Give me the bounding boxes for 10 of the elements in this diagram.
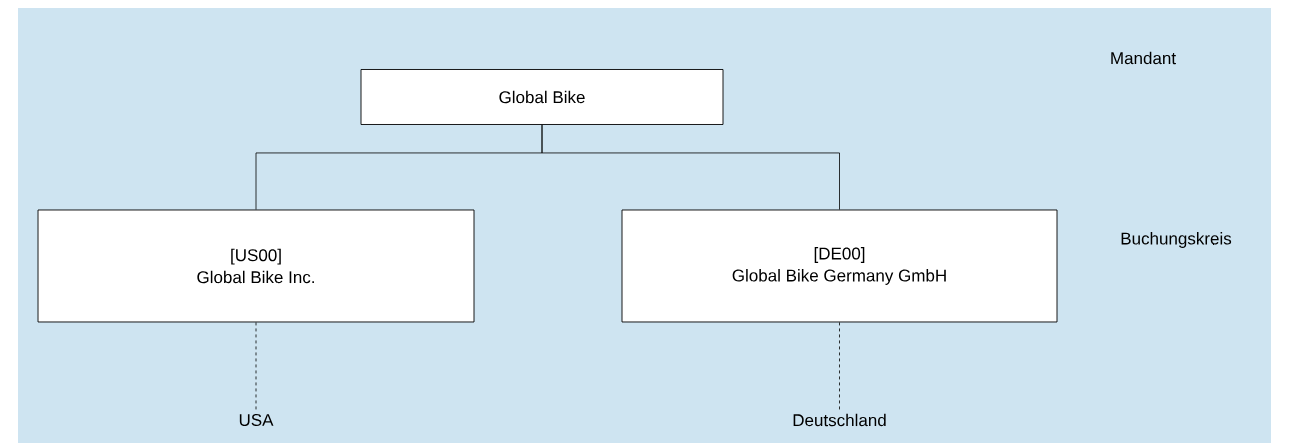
dashed-line — [839, 322, 840, 411]
dashed-line — [255, 322, 257, 412]
level-label: Buchungskreis — [1121, 232, 1232, 248]
entity-box: [DE00] Global Bike Germany GmbH — [621, 209, 1058, 323]
level-label: Mandant — [1111, 51, 1176, 65]
entity-box: [US00] Global Bike Inc. — [37, 209, 475, 323]
country-label: Deutschland — [793, 413, 886, 427]
country-label: USA — [239, 413, 274, 426]
entity-box: Global Bike — [360, 69, 724, 125]
connector-line — [541, 124, 840, 210]
